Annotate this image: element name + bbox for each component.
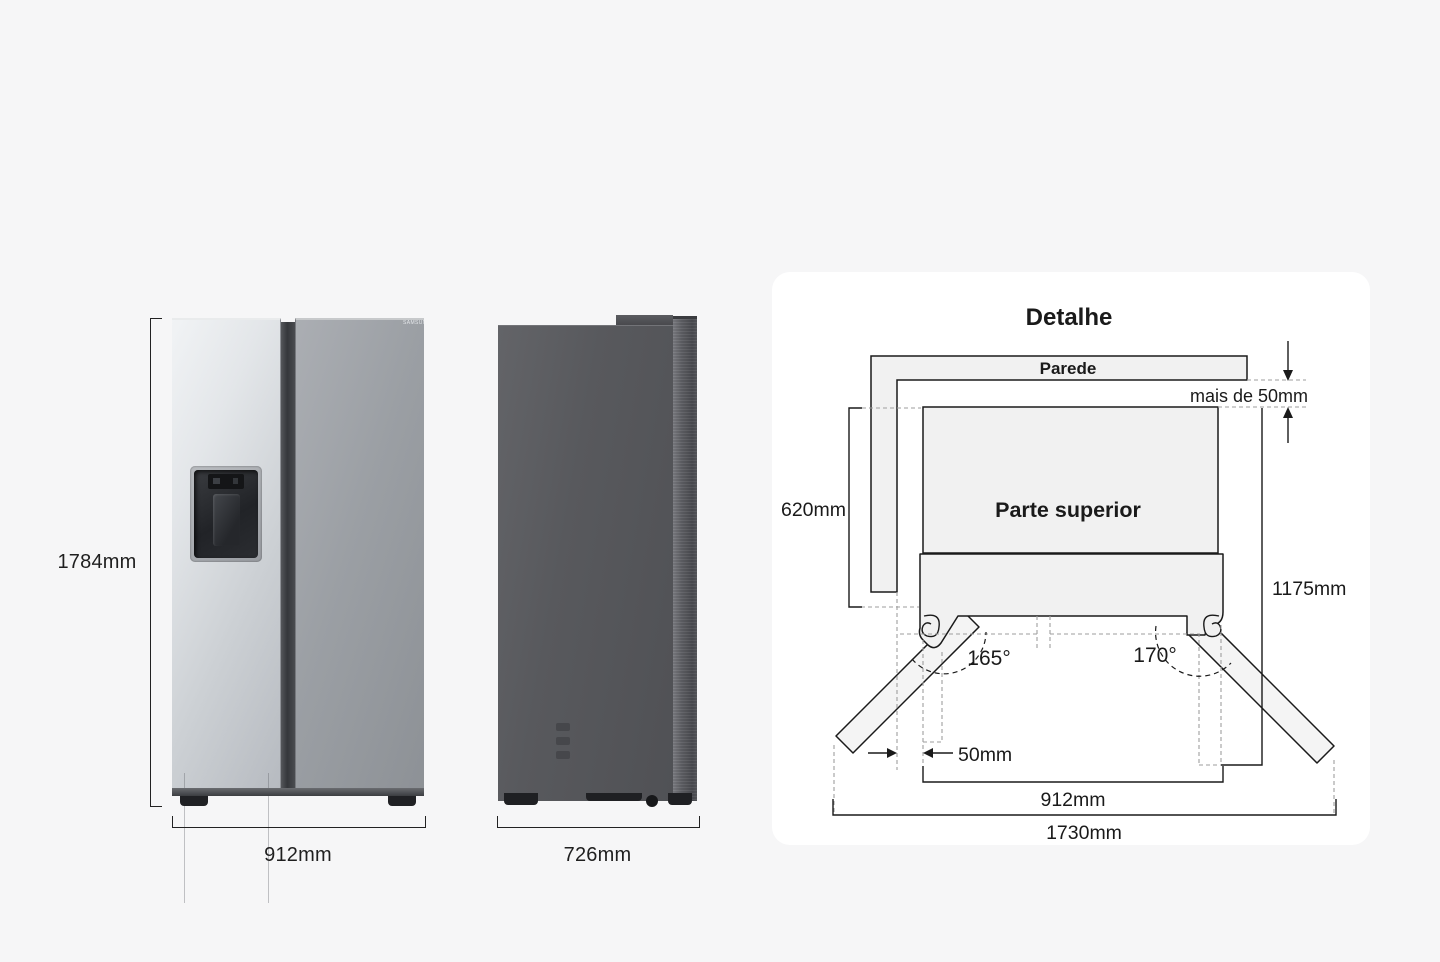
fridge-wheel (646, 795, 658, 807)
side-wall-depth-label: 620mm (781, 499, 846, 521)
right-hinge-knuckle (1203, 614, 1222, 638)
bottom-vent (586, 793, 642, 801)
side-vent (556, 723, 570, 731)
detail-card: Detalhe Parede mais de 50mm 620mm Parte … (772, 272, 1370, 845)
side-vent (556, 737, 570, 745)
fridge-front-center-gap (281, 322, 295, 795)
fridge-foot (388, 796, 416, 806)
ice-chute (208, 474, 244, 489)
height-dimension-line (150, 318, 162, 807)
left-arrowhead-icon (923, 748, 933, 758)
door-panel-line (268, 773, 269, 903)
depth-dimension-label: 726mm (563, 844, 632, 866)
right-angle-arc (1154, 625, 1232, 677)
left-door-angle-label: 165° (967, 647, 1010, 670)
left-door-open-shape (835, 609, 980, 754)
door-panel-line (184, 773, 185, 903)
brand-logo: SAMSUNG (403, 320, 424, 326)
dim-1730-bracket (832, 799, 1337, 816)
fridge-side-top-hinge-cover (616, 315, 673, 326)
fridge-foot (668, 793, 692, 805)
right-door-open-shape (1186, 615, 1335, 764)
clearance-diagram: Detalhe Parede mais de 50mm 620mm Parte … (781, 304, 1346, 844)
fridge-side-body (498, 325, 673, 801)
dispenser-recess (194, 470, 258, 558)
right-door-angle-label: 170° (1133, 644, 1176, 667)
height-dimension-label: 1784mm (57, 551, 137, 573)
front-width-dimension-line (172, 816, 426, 828)
front-width-dimension-label: 912mm (264, 844, 332, 866)
guide-center-split (1036, 616, 1051, 649)
fridge-front-right-door (295, 318, 424, 795)
water-dispenser (190, 466, 262, 562)
open-door-depth-label: 1175mm (1272, 578, 1346, 600)
fridge-foot (504, 793, 538, 805)
fridge-front-image: SAMSUNG (172, 318, 424, 903)
total-open-width-label: 1730mm (1046, 822, 1122, 844)
dim-1175-bracket (1221, 408, 1263, 766)
down-arrowhead-icon (1283, 370, 1293, 381)
guide-left-hinge-box (923, 652, 943, 743)
back-clearance-label: mais de 50mm (1190, 386, 1308, 406)
wall-label: Parede (1040, 359, 1097, 378)
left-hinge-knuckle (921, 614, 940, 638)
wall-shape (870, 355, 1248, 593)
right-arrowhead-icon (887, 748, 897, 758)
left-angle-arc (911, 631, 987, 675)
fridge-top-body (922, 406, 1219, 554)
fridge-foot (180, 796, 208, 806)
depth-dimension-line (497, 816, 700, 828)
up-arrowhead-icon (1283, 407, 1293, 418)
guide-lines (833, 379, 1335, 814)
dim-620-bracket (848, 407, 862, 608)
fridge-side-image (498, 315, 698, 807)
top-section-label: Parte superior (995, 498, 1141, 522)
fridge-side-door-edge (673, 316, 697, 801)
fridge-front-kick-plate (172, 788, 424, 796)
side-vent (556, 751, 570, 759)
body-width-label: 912mm (1040, 789, 1105, 811)
dispenser-paddle (213, 494, 240, 546)
dim-912-bracket (922, 766, 1224, 783)
guide-right-hinge-box (1198, 625, 1222, 766)
detail-title: Detalhe (1026, 304, 1113, 331)
side-clearance-label: 50mm (958, 744, 1012, 766)
fridge-top-front-section (918, 553, 1224, 649)
